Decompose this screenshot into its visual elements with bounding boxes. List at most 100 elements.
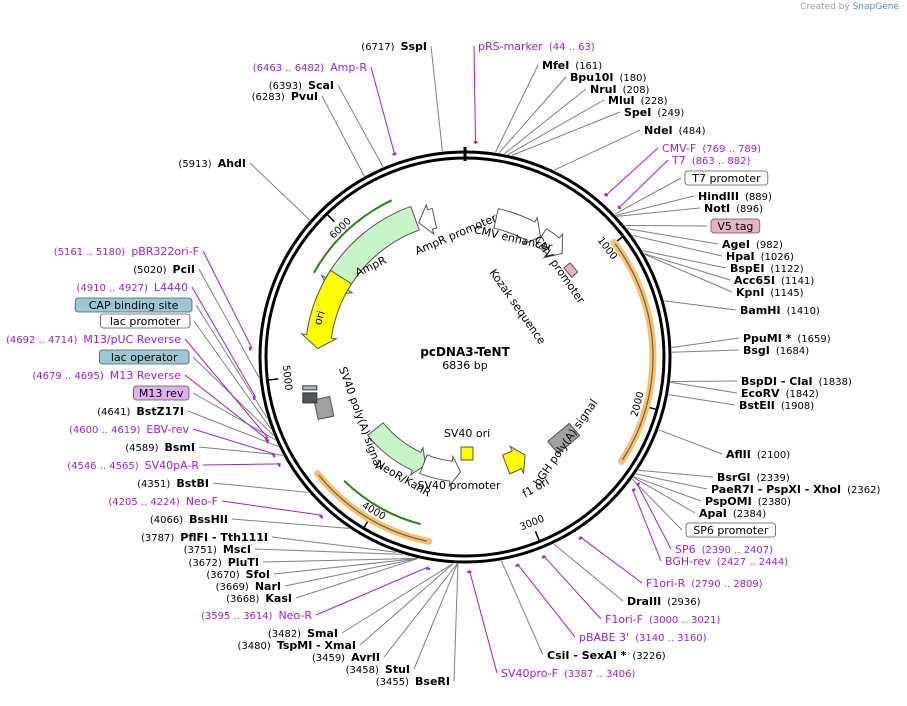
leader-line: [637, 483, 671, 549]
label-position: (4910 .. 4927): [76, 283, 148, 294]
leader-line: [632, 489, 661, 561]
label-position: (3387 .. 3406): [564, 669, 636, 680]
label-name: Neo-R: [278, 609, 312, 622]
leader-line: [414, 564, 457, 669]
leader-line: [605, 148, 658, 196]
label-position: (2790 .. 2809): [691, 579, 763, 590]
f1-ori-arrow[interactable]: [503, 446, 526, 473]
leader-line: [664, 301, 736, 310]
label-bamhi[interactable]: BamHI(1410): [664, 301, 820, 317]
label-position: (1145): [770, 288, 803, 299]
label-msci[interactable]: (3751)MscI: [184, 543, 403, 556]
label-position: (4641): [97, 407, 130, 418]
credit-prefix: Created by: [800, 2, 850, 12]
label-bsgi[interactable]: BsgI (1684): [672, 344, 809, 357]
label-position: (2384): [733, 509, 766, 520]
leader-line: [512, 112, 620, 155]
label-position: (3000 .. 3021): [649, 615, 721, 626]
credit-brand[interactable]: SnapGene: [853, 2, 899, 12]
label-position: (3482): [268, 629, 301, 640]
label-name: BsgI: [743, 344, 770, 357]
label-v5[interactable]: V5 tag: [625, 219, 760, 233]
label-text: (3751)MscI: [184, 543, 251, 556]
label-sv40par[interactable]: (4546 .. 4565)SV40pA-R: [67, 459, 281, 472]
label-name: PluTI: [228, 556, 259, 569]
label-position: (2390 .. 2407): [702, 545, 774, 556]
label-name: lac promoter: [110, 315, 181, 328]
label-text: BGH-rev(2427 .. 2444): [665, 555, 788, 568]
label-name: KasI: [265, 592, 292, 605]
label-position: (3226): [632, 651, 665, 662]
label-bsmi[interactable]: (4589)BsmI: [125, 441, 283, 455]
plasmid-name: pcDNA3-TeNT: [420, 345, 510, 359]
sv40-ori-glyph[interactable]: [461, 447, 473, 460]
label-name: AhdI: [218, 157, 246, 170]
label-text: (6283)PvuI: [252, 90, 318, 103]
label-scai[interactable]: (6393)ScaI: [269, 79, 383, 167]
leader-line: [501, 561, 543, 655]
label-name: SV40pro-F: [501, 667, 558, 680]
label-text: (4910 .. 4927) L4440: [76, 281, 188, 294]
leader-line: [285, 559, 418, 586]
label-text: pRS-marker(44 .. 63): [478, 40, 595, 53]
label-name: BsmI: [165, 441, 196, 454]
label-name: SmaI: [307, 627, 338, 640]
label-name: M13 rev: [139, 387, 184, 400]
label-text: (4066)BssHII: [150, 513, 228, 526]
label-ahdi[interactable]: (5913)AhdI: [178, 157, 309, 220]
label-prs[interactable]: pRS-marker(44 .. 63): [474, 40, 595, 144]
label-bstbi[interactable]: (4351)BstBI: [137, 477, 308, 492]
label-name: KpnI: [736, 286, 764, 299]
label-name: CsiI - SexAI *: [547, 649, 627, 662]
leader-line: [338, 85, 383, 167]
label-name: BssHII: [189, 513, 228, 526]
label-name: L4440: [154, 281, 188, 294]
ori-arrow[interactable]: [302, 270, 352, 348]
primer-mark: [516, 565, 520, 566]
label-position: (3459): [312, 653, 345, 664]
lac-elements-glyph[interactable]: [303, 393, 317, 403]
ampr-promoter-arrow[interactable]: [419, 205, 437, 234]
label-position: (1659): [797, 334, 830, 345]
label-name: AvrII: [351, 651, 380, 664]
label-name: NdeI: [644, 124, 673, 137]
leader-line: [508, 100, 604, 155]
label-position: (1842): [786, 389, 819, 400]
label-text: ApaI (2384): [699, 507, 766, 520]
leader-line: [316, 567, 429, 615]
label-position: (3458): [346, 665, 379, 676]
label-position: (3455): [376, 677, 409, 688]
label-name: T7 promoter: [691, 172, 761, 185]
label-text: (3455)BseRI: [376, 675, 450, 688]
label-position: (5020): [133, 265, 166, 276]
label-sspi[interactable]: (6717)SspI: [361, 40, 442, 151]
label-text: BamHI(1410): [740, 304, 820, 317]
label-text: (5161 .. 5180)pBR322ori-F: [54, 245, 199, 258]
label-name: EBV-rev: [146, 423, 189, 436]
leader-line: [672, 338, 739, 347]
label-name: ApaI: [699, 507, 727, 520]
scale-tick: [535, 531, 539, 540]
label-name: pBR322ori-F: [131, 245, 199, 258]
label-position: (1838): [819, 377, 852, 388]
label-amp-r-primer[interactable]: (6463 .. 6482)Amp-R: [253, 61, 397, 156]
cap-glyph[interactable]: [303, 386, 317, 390]
label-cmvf[interactable]: CMV-F(769 .. 789): [605, 142, 762, 196]
label-text: (6717)SspI: [361, 40, 427, 53]
label-csii[interactable]: CsiI - SexAI * (3226): [501, 561, 665, 662]
label-name: MfeI: [542, 59, 569, 72]
label-name: SpeI: [624, 106, 651, 119]
label-position: (769 .. 789): [702, 144, 761, 155]
label-noti[interactable]: NotI(896): [617, 202, 763, 216]
label-position: (3669): [216, 582, 249, 593]
leader-line: [499, 77, 566, 153]
leader-line: [250, 163, 310, 220]
label-position: (6463 .. 6482): [253, 63, 325, 74]
label-text: F1ori-F(3000 .. 3021): [605, 613, 720, 626]
label-aflii[interactable]: AflII(2100): [659, 430, 790, 461]
label-position: (4351): [137, 479, 170, 490]
label-bsrgi[interactable]: BsrGI(2339): [638, 470, 790, 484]
label-smai[interactable]: (3482) SmaI: [268, 564, 453, 640]
scale-tick-label: 3000: [518, 514, 546, 534]
label-position: (1684): [776, 346, 809, 357]
